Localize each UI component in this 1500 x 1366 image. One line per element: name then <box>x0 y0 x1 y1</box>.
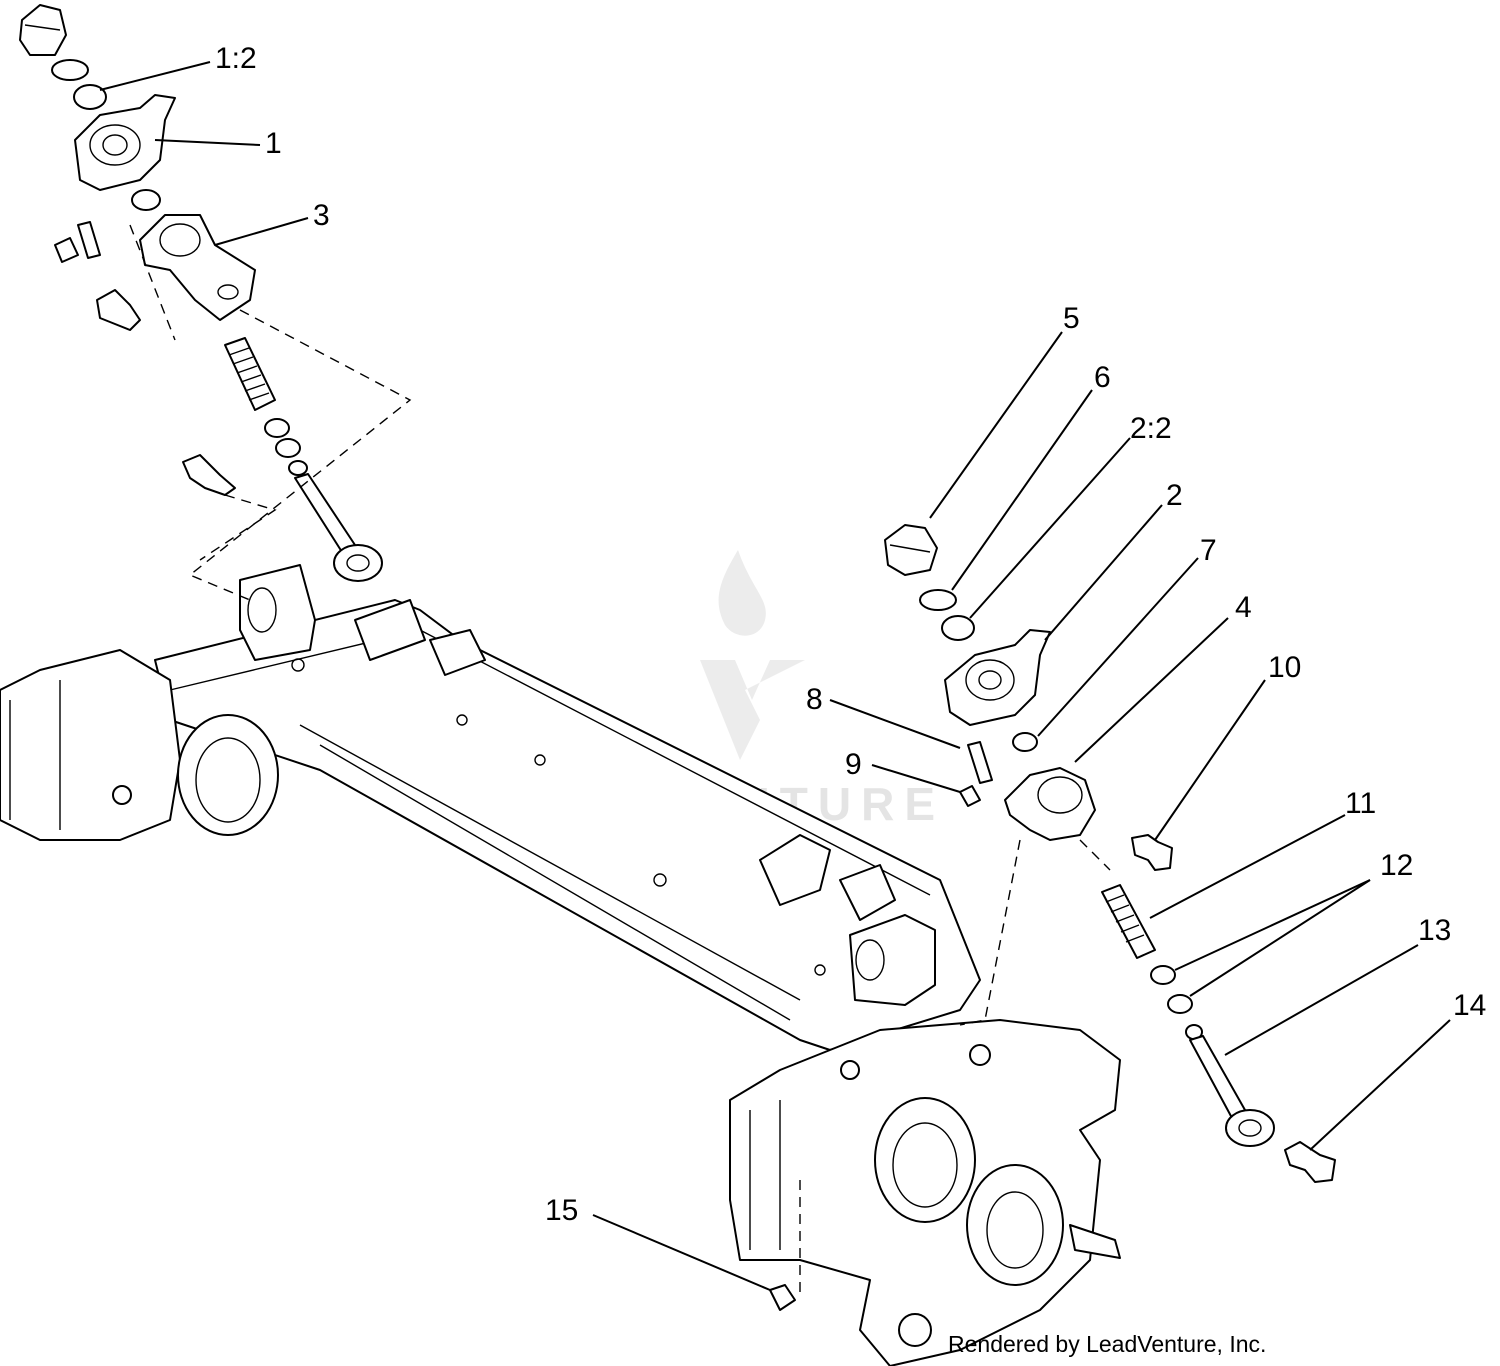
callout-13: 13 <box>1418 914 1451 947</box>
callout-3: 3 <box>313 199 330 232</box>
right-washer <box>919 589 957 611</box>
callouts: 1:2 1 3 5 6 2:2 2 7 4 10 8 9 11 12 13 14… <box>215 42 1486 1227</box>
callout-2: 2 <box>1166 479 1183 512</box>
callout-6: 6 <box>1094 361 1111 394</box>
callout-1-2: 1:2 <box>215 42 257 75</box>
callout-14: 14 <box>1453 989 1486 1022</box>
axle-frame <box>0 564 1121 1366</box>
left-steering-arm <box>74 94 176 191</box>
leader-lines <box>99 61 1451 1291</box>
watermark-v-icon <box>700 660 805 760</box>
credit-text: Rendered by LeadVenture, Inc. <box>948 1331 1266 1357</box>
callout-10: 10 <box>1268 651 1301 684</box>
right-steering-arm <box>944 629 1051 726</box>
right-knuckle-bracket <box>1004 767 1096 841</box>
left-cap-nut <box>19 4 67 56</box>
callout-2-2: 2:2 <box>1130 412 1172 445</box>
callout-15: 15 <box>545 1194 578 1227</box>
left-spring <box>224 337 276 411</box>
callout-4: 4 <box>1235 591 1252 624</box>
callout-5: 5 <box>1063 302 1080 335</box>
callout-9: 9 <box>845 748 862 781</box>
callout-1: 1 <box>265 127 282 160</box>
callout-8: 8 <box>806 683 823 716</box>
callout-7: 7 <box>1200 534 1217 567</box>
right-cap-nut <box>884 524 938 576</box>
right-bushing <box>941 615 975 641</box>
left-steering-assembly <box>19 4 412 601</box>
right-steering-assembly <box>769 524 1336 1311</box>
left-bushing <box>73 84 107 110</box>
watermark-flame-icon <box>718 550 766 636</box>
callout-12: 12 <box>1380 849 1413 882</box>
callout-11: 11 <box>1345 787 1376 820</box>
left-washer <box>51 59 89 81</box>
right-spring <box>1101 884 1156 959</box>
left-knuckle-bracket <box>139 214 256 321</box>
